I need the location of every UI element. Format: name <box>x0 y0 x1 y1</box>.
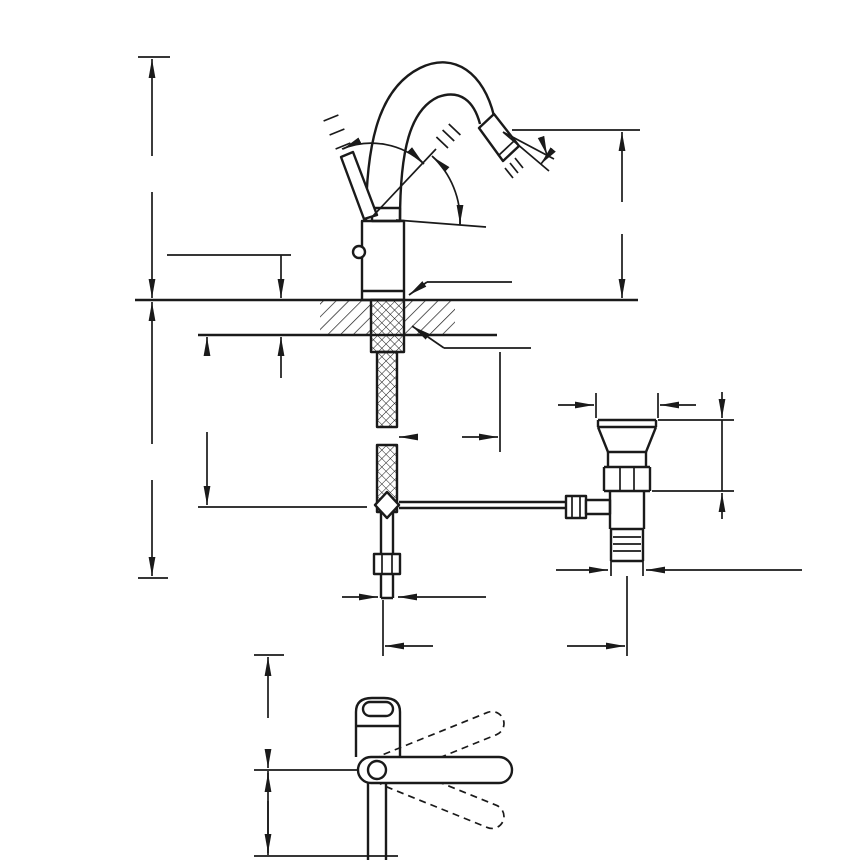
supply-hose <box>369 298 406 600</box>
rod-joint <box>373 490 401 520</box>
dim-clamp-35-45 <box>652 392 734 519</box>
dim-waste-thread <box>556 561 802 576</box>
dim-flange-dia-63 <box>558 393 696 418</box>
spout-top <box>354 696 402 742</box>
lever <box>323 114 487 228</box>
dim-hose-max300 <box>198 337 367 508</box>
dim-outlet-209 <box>512 129 640 298</box>
hose-nut <box>372 552 402 576</box>
dim-hole-dia-34 <box>411 325 531 349</box>
tailpiece-threads <box>613 536 641 552</box>
dim-body-dia-49 <box>408 281 512 296</box>
side-view <box>135 61 638 600</box>
threaded-shank <box>369 298 406 354</box>
angle-ref-line <box>395 219 487 228</box>
lever-top <box>356 755 514 785</box>
waste-assembly <box>596 418 658 563</box>
aerator-top <box>361 700 395 718</box>
faucet-top-view <box>354 696 514 860</box>
dim-deck-max30 <box>167 254 291 378</box>
top-view <box>254 654 514 860</box>
dim-depth-385 <box>138 302 168 579</box>
pop-up-rod <box>399 494 612 520</box>
lever-open-ticks <box>435 123 461 149</box>
faucet-body <box>351 206 406 302</box>
dimensions <box>138 56 802 656</box>
body-button <box>351 244 367 260</box>
dim-rod-140 <box>399 352 501 452</box>
dim-height-311 <box>138 56 170 298</box>
lever-open-line <box>371 148 437 218</box>
lever-end-ticks <box>323 114 351 150</box>
lever-pivot <box>366 759 388 781</box>
aerator-angle-indication <box>502 131 556 172</box>
dim-rod-max180 <box>382 576 628 656</box>
spray-ticks <box>504 157 524 179</box>
